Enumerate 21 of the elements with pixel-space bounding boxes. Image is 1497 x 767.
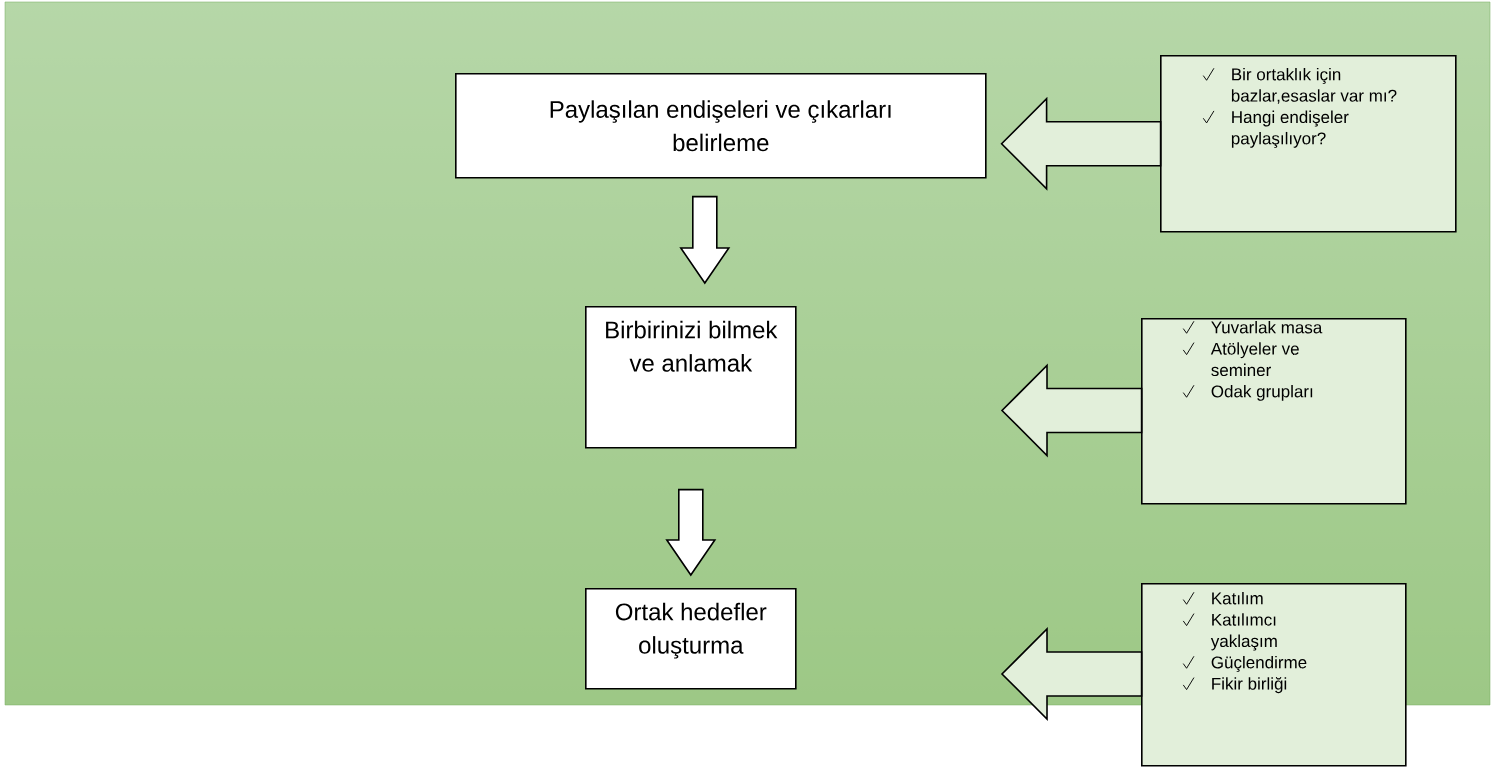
box-label: Birbirinizi bilmek ve anlamak — [606, 320, 778, 372]
block-arrow — [679, 195, 731, 285]
block-arrow — [665, 488, 717, 577]
list-item: Katılımcı yaklaşım — [1210, 613, 1277, 651]
list-item: Fikir birliği — [1212, 677, 1287, 694]
box-label: Ortak hedefler oluşturma — [615, 602, 767, 659]
list-item: Hangi endişeler paylaşılıyor? — [1231, 110, 1349, 148]
list-item: Güçlendirme — [1211, 655, 1307, 672]
list-item: Yuvarlak masa — [1211, 320, 1323, 334]
process-box — [585, 306, 797, 449]
process-box — [455, 73, 987, 179]
list-item: Bir ortaklık için bazlar,esaslar var mı? — [1231, 67, 1397, 104]
process-box — [585, 588, 797, 690]
callout-box — [1141, 583, 1407, 767]
list-item: Atölyeler ve seminer — [1210, 342, 1299, 377]
box-label: Paylaşılan endişeleri ve çıkarları belirleme — [550, 100, 891, 152]
list-item: Odak grupları — [1211, 384, 1313, 401]
block-arrow — [1000, 96, 1162, 191]
callout-box — [1141, 318, 1407, 505]
list-item: Katılım — [1212, 591, 1263, 605]
callout-box — [1160, 55, 1457, 233]
